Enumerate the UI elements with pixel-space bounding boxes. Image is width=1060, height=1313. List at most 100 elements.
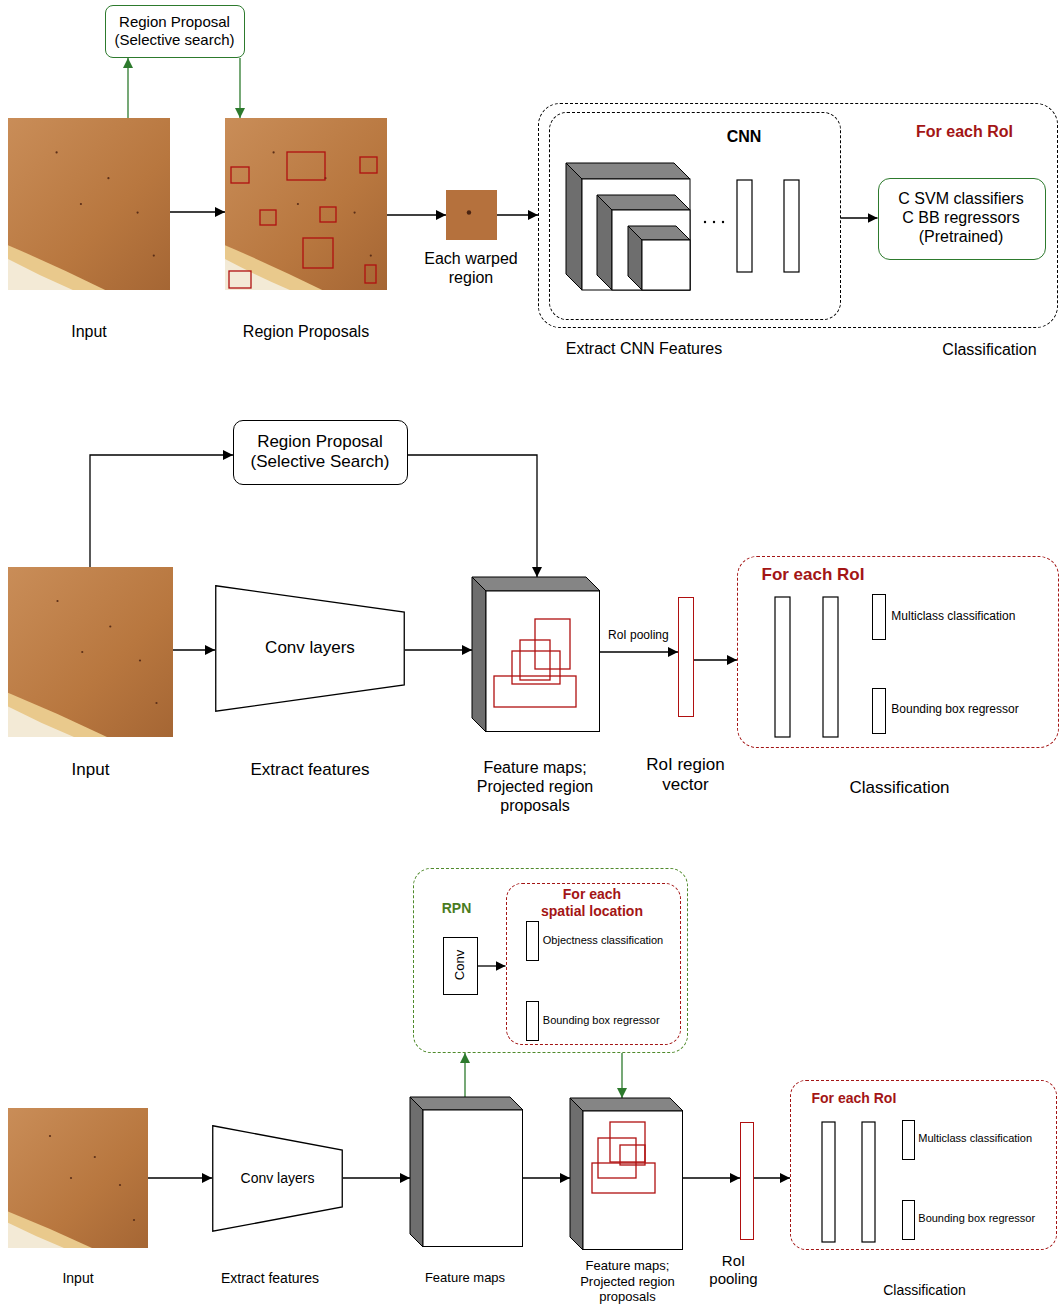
box-node: C SVM classifiers C BB regressors (Pretr… [878, 178, 1046, 260]
connector-arrow [478, 965, 506, 966]
box-node: Bounding box regressor [902, 1200, 915, 1240]
label-text: Feature maps; Projected region proposals [465, 758, 605, 816]
block-face [597, 195, 612, 290]
label-text: Bounding box regressor [543, 1014, 660, 1027]
cube-face [472, 577, 600, 591]
box-node: Bounding box regressor [872, 688, 886, 734]
cube-face [423, 1110, 523, 1247]
skin-mole [354, 212, 356, 214]
connector-arrow [683, 1177, 740, 1178]
box-node: CNNExtract CNN Features [549, 112, 841, 320]
connector-arrow [408, 455, 537, 577]
proposal-box [231, 167, 249, 183]
box-node: RPNConvFor each spatial locationObjectne… [413, 868, 688, 1053]
box-node: Multiclass classification [872, 594, 886, 640]
label-text: Feature maps; Projected region proposals [565, 1258, 690, 1305]
box-node: Multiclass classification [902, 1120, 915, 1160]
skin-mole [137, 212, 139, 214]
box-node: Bounding box regressor [526, 1001, 539, 1041]
label-text: Classification [835, 778, 965, 798]
photo-node: Input [8, 567, 173, 737]
label-text: Feature maps [400, 1270, 530, 1286]
skin-mole [467, 210, 471, 214]
label-text: Multiclass classification [891, 609, 1015, 623]
fc-layer [823, 597, 838, 737]
box-node: RoI region vector [678, 597, 694, 717]
skin-mole [70, 1177, 72, 1179]
connector-arrow [173, 649, 215, 650]
cube-node: Feature maps; Projected region proposals [570, 1098, 683, 1250]
photo-node: Region Proposals [225, 118, 387, 290]
box-node: Region Proposal (Selective Search) [233, 420, 408, 485]
trap-node: Conv layersExtract features [215, 585, 405, 712]
node-shape [446, 190, 497, 240]
block-face [566, 163, 690, 179]
edge-label: RoI pooling [606, 628, 671, 642]
label-text: Conv layers [222, 1170, 333, 1187]
label-text: C SVM classifiers C BB regressors (Pretr… [895, 189, 1027, 247]
cube-face [410, 1097, 423, 1247]
patch-node: Each warped region [446, 190, 497, 240]
box-node: Conv [443, 937, 478, 995]
skin-mole [49, 1135, 51, 1137]
proposal-box [360, 157, 377, 173]
label-text: Conv [452, 950, 468, 980]
label-text: Extract features [215, 760, 405, 780]
sleeve-patch [225, 259, 290, 290]
label-text: Extract features [200, 1270, 340, 1287]
connector-arrow [127, 58, 128, 118]
node-shape [8, 567, 173, 737]
connector-arrow [754, 1177, 790, 1178]
block-face [597, 195, 690, 210]
ellipsis-dots [704, 221, 724, 223]
dot [704, 221, 706, 223]
label-text: Conv layers [235, 638, 385, 658]
skin-mole [107, 177, 109, 179]
cube-face [410, 1097, 523, 1110]
label-text: Bounding box regressor [891, 702, 1018, 716]
proposal-box [512, 651, 560, 684]
connector-arrow [600, 651, 678, 652]
skin-mole [81, 651, 83, 653]
dot [713, 221, 715, 223]
proposal-box [520, 640, 550, 680]
connector-arrow [497, 214, 538, 215]
box-node: For each RoIClassificationMulticlass cla… [790, 1080, 1057, 1250]
label-text: Input [8, 1270, 148, 1287]
node-shape [472, 577, 600, 732]
skin-mole [109, 625, 111, 627]
label-text: Objectness classification [543, 934, 663, 947]
trap-node: Conv layersExtract features [212, 1125, 343, 1232]
block-face [566, 163, 582, 290]
sleeve-patch [8, 259, 73, 290]
skin-mole [119, 1184, 121, 1186]
skin-mole [133, 1219, 135, 1221]
proposal-box [610, 1122, 645, 1162]
label-text: Each warped region [416, 249, 526, 287]
sleeve-patch [8, 693, 107, 737]
box-node: Region Proposal (Selective search) [105, 5, 245, 58]
label-text: Input [8, 322, 170, 341]
skin-mole [94, 1156, 96, 1158]
node-shape [8, 118, 170, 290]
skin-photo [8, 118, 170, 290]
skin-photo [8, 567, 173, 737]
connector-arrow [170, 211, 225, 212]
connector-arrow [464, 1053, 465, 1097]
proposal-box [260, 210, 276, 225]
cnn-blocks [566, 163, 690, 290]
cube-face [486, 591, 600, 732]
label-text: RoI region vector [636, 755, 736, 796]
cube-node: Feature maps [410, 1097, 523, 1247]
box-node: For each RoIClassificationMulticlass cla… [737, 556, 1059, 748]
proposal-box [620, 1145, 645, 1165]
connector-arrow [387, 214, 446, 215]
proposal-box [320, 207, 336, 222]
skin-mole [80, 203, 82, 205]
proposal-box [365, 265, 376, 283]
dot [722, 221, 724, 223]
fc-layer [737, 180, 752, 272]
label-text: Region Proposal (Selective Search) [238, 432, 403, 473]
proposal-box [598, 1138, 636, 1178]
